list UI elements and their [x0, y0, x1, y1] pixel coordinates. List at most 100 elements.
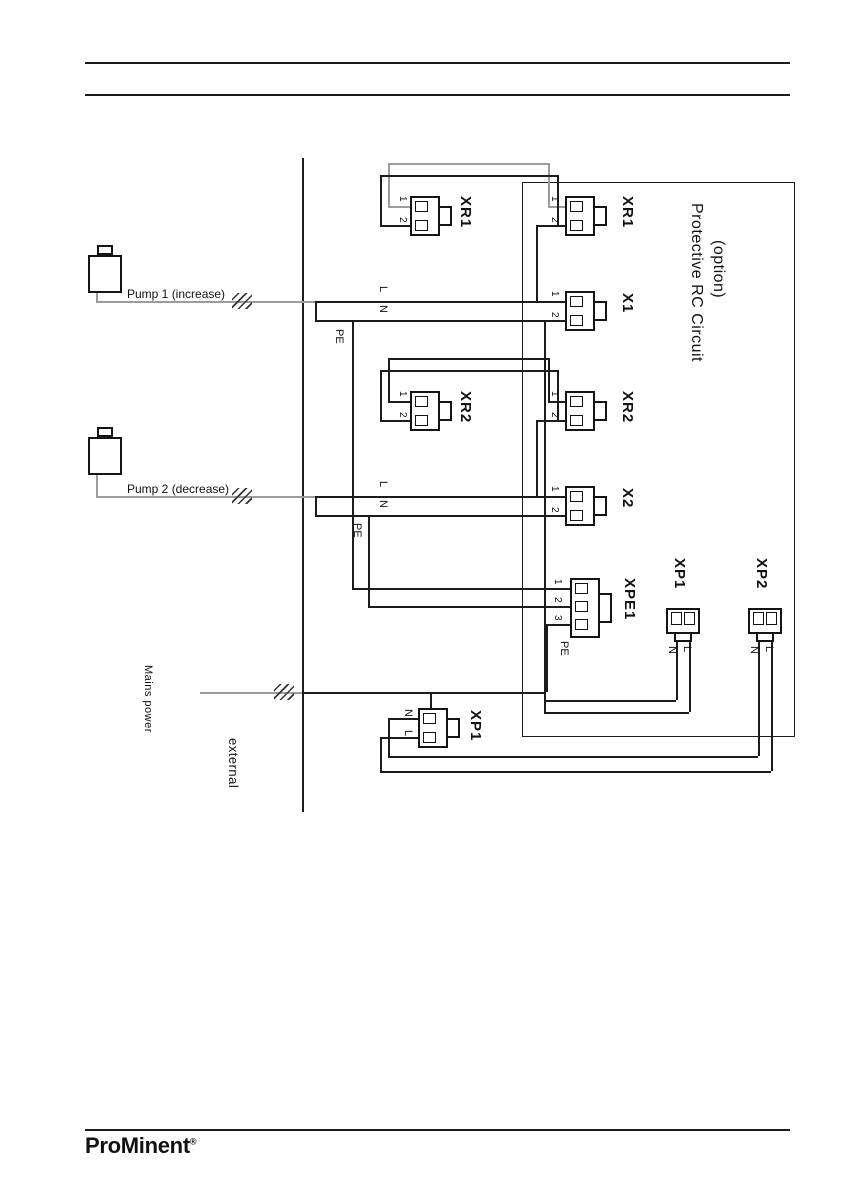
pin-label: 3 [552, 615, 563, 621]
wire [96, 496, 315, 498]
label-xr2-plug: XR2 [457, 391, 474, 424]
pin-label: 1 [397, 196, 408, 202]
wire [315, 496, 570, 498]
connector-nose [446, 718, 460, 738]
label-xr1-plug: XR1 [457, 196, 474, 229]
connector-pin [570, 415, 583, 426]
wire [536, 225, 538, 301]
wire [536, 420, 557, 422]
wire [368, 606, 570, 608]
connector-pin [570, 396, 583, 407]
connector-pin [575, 583, 588, 594]
pin-label: 2 [549, 412, 560, 418]
pump2-label: Pump 2 (decrease) [127, 482, 230, 496]
header-rule-1 [85, 62, 790, 64]
pin-label: 1 [549, 391, 560, 397]
wire [557, 175, 559, 225]
wire-label-l: L [402, 730, 414, 737]
pin-label: 2 [549, 312, 560, 318]
connector-nose [593, 401, 607, 421]
wire [200, 692, 302, 694]
connector-pin [753, 612, 764, 625]
connector-nose [593, 301, 607, 321]
wire [368, 515, 370, 606]
mains-power-label: Mains power [142, 665, 154, 733]
rc-circuit-box [522, 182, 795, 737]
wire-label-l: L [681, 646, 693, 653]
wire [546, 624, 570, 626]
wire-label-pe: PE [333, 329, 345, 344]
wire [388, 163, 548, 165]
pump-cap [97, 245, 113, 255]
connector-pin [575, 619, 588, 630]
connector-pin [415, 220, 428, 231]
pin-label: 1 [397, 391, 408, 397]
label-x1: X1 [619, 293, 636, 314]
wire [536, 225, 557, 227]
wire [380, 370, 557, 372]
wire [315, 301, 317, 320]
wire [548, 358, 550, 401]
connector-pin [570, 491, 583, 502]
pin-label: 2 [397, 412, 408, 418]
label-xp2: XP2 [753, 558, 770, 590]
connector-pin [684, 612, 695, 625]
wire [96, 301, 315, 303]
wire [380, 420, 416, 422]
prominent-logo: ProMinent® [85, 1133, 197, 1159]
pin-label: 2 [549, 217, 560, 223]
wire [544, 712, 689, 714]
wire-label-l: L [763, 646, 775, 653]
wire-label-l: L [377, 481, 389, 488]
wire [380, 737, 382, 771]
wire [771, 642, 773, 771]
wire [302, 692, 546, 694]
wire [544, 700, 676, 702]
connector-nose [593, 206, 607, 226]
wire [96, 475, 98, 496]
pin-label: 2 [549, 507, 560, 513]
wire [388, 163, 390, 206]
rc-circuit-title: Protective RC Circuit [688, 203, 705, 362]
header-rule-2 [85, 94, 790, 96]
label-xr1-socket: XR1 [619, 196, 636, 229]
wire-label-pe: PE [351, 523, 363, 538]
label-xp1-external: XP1 [467, 710, 484, 742]
wire [380, 175, 382, 225]
connector-nose [598, 593, 612, 623]
wire [380, 737, 423, 739]
wire-label-n: N [377, 305, 389, 313]
connector-pin [570, 510, 583, 521]
wire [315, 320, 570, 322]
connector-pin [415, 396, 428, 407]
rc-circuit-subtitle: (option) [710, 240, 727, 299]
wire [388, 756, 758, 758]
wire [758, 642, 760, 756]
connector-pin [415, 415, 428, 426]
label-xpe1: XPE1 [621, 578, 638, 621]
pump-cap [97, 427, 113, 437]
connector-pin [671, 612, 682, 625]
wire [315, 515, 570, 517]
wire [430, 692, 432, 708]
connector-nose [756, 632, 774, 642]
pump1-label: Pump 1 (increase) [127, 287, 226, 301]
wire [548, 401, 570, 403]
connector-nose [438, 206, 452, 226]
pin-label: 2 [397, 217, 408, 223]
pin-label: 2 [552, 597, 563, 603]
cable-hatch [232, 293, 252, 309]
wire-label-n: N [666, 646, 678, 654]
wire [352, 588, 570, 590]
connector-pin [415, 201, 428, 212]
wire [388, 358, 390, 401]
connector-pin [570, 296, 583, 307]
cable-hatch [274, 684, 294, 700]
wire [557, 370, 559, 420]
label-xp1-internal: XP1 [671, 558, 688, 590]
connector-pin [570, 201, 583, 212]
wire [557, 420, 570, 422]
wire [548, 206, 570, 208]
wire [548, 163, 550, 206]
wire [388, 401, 416, 403]
